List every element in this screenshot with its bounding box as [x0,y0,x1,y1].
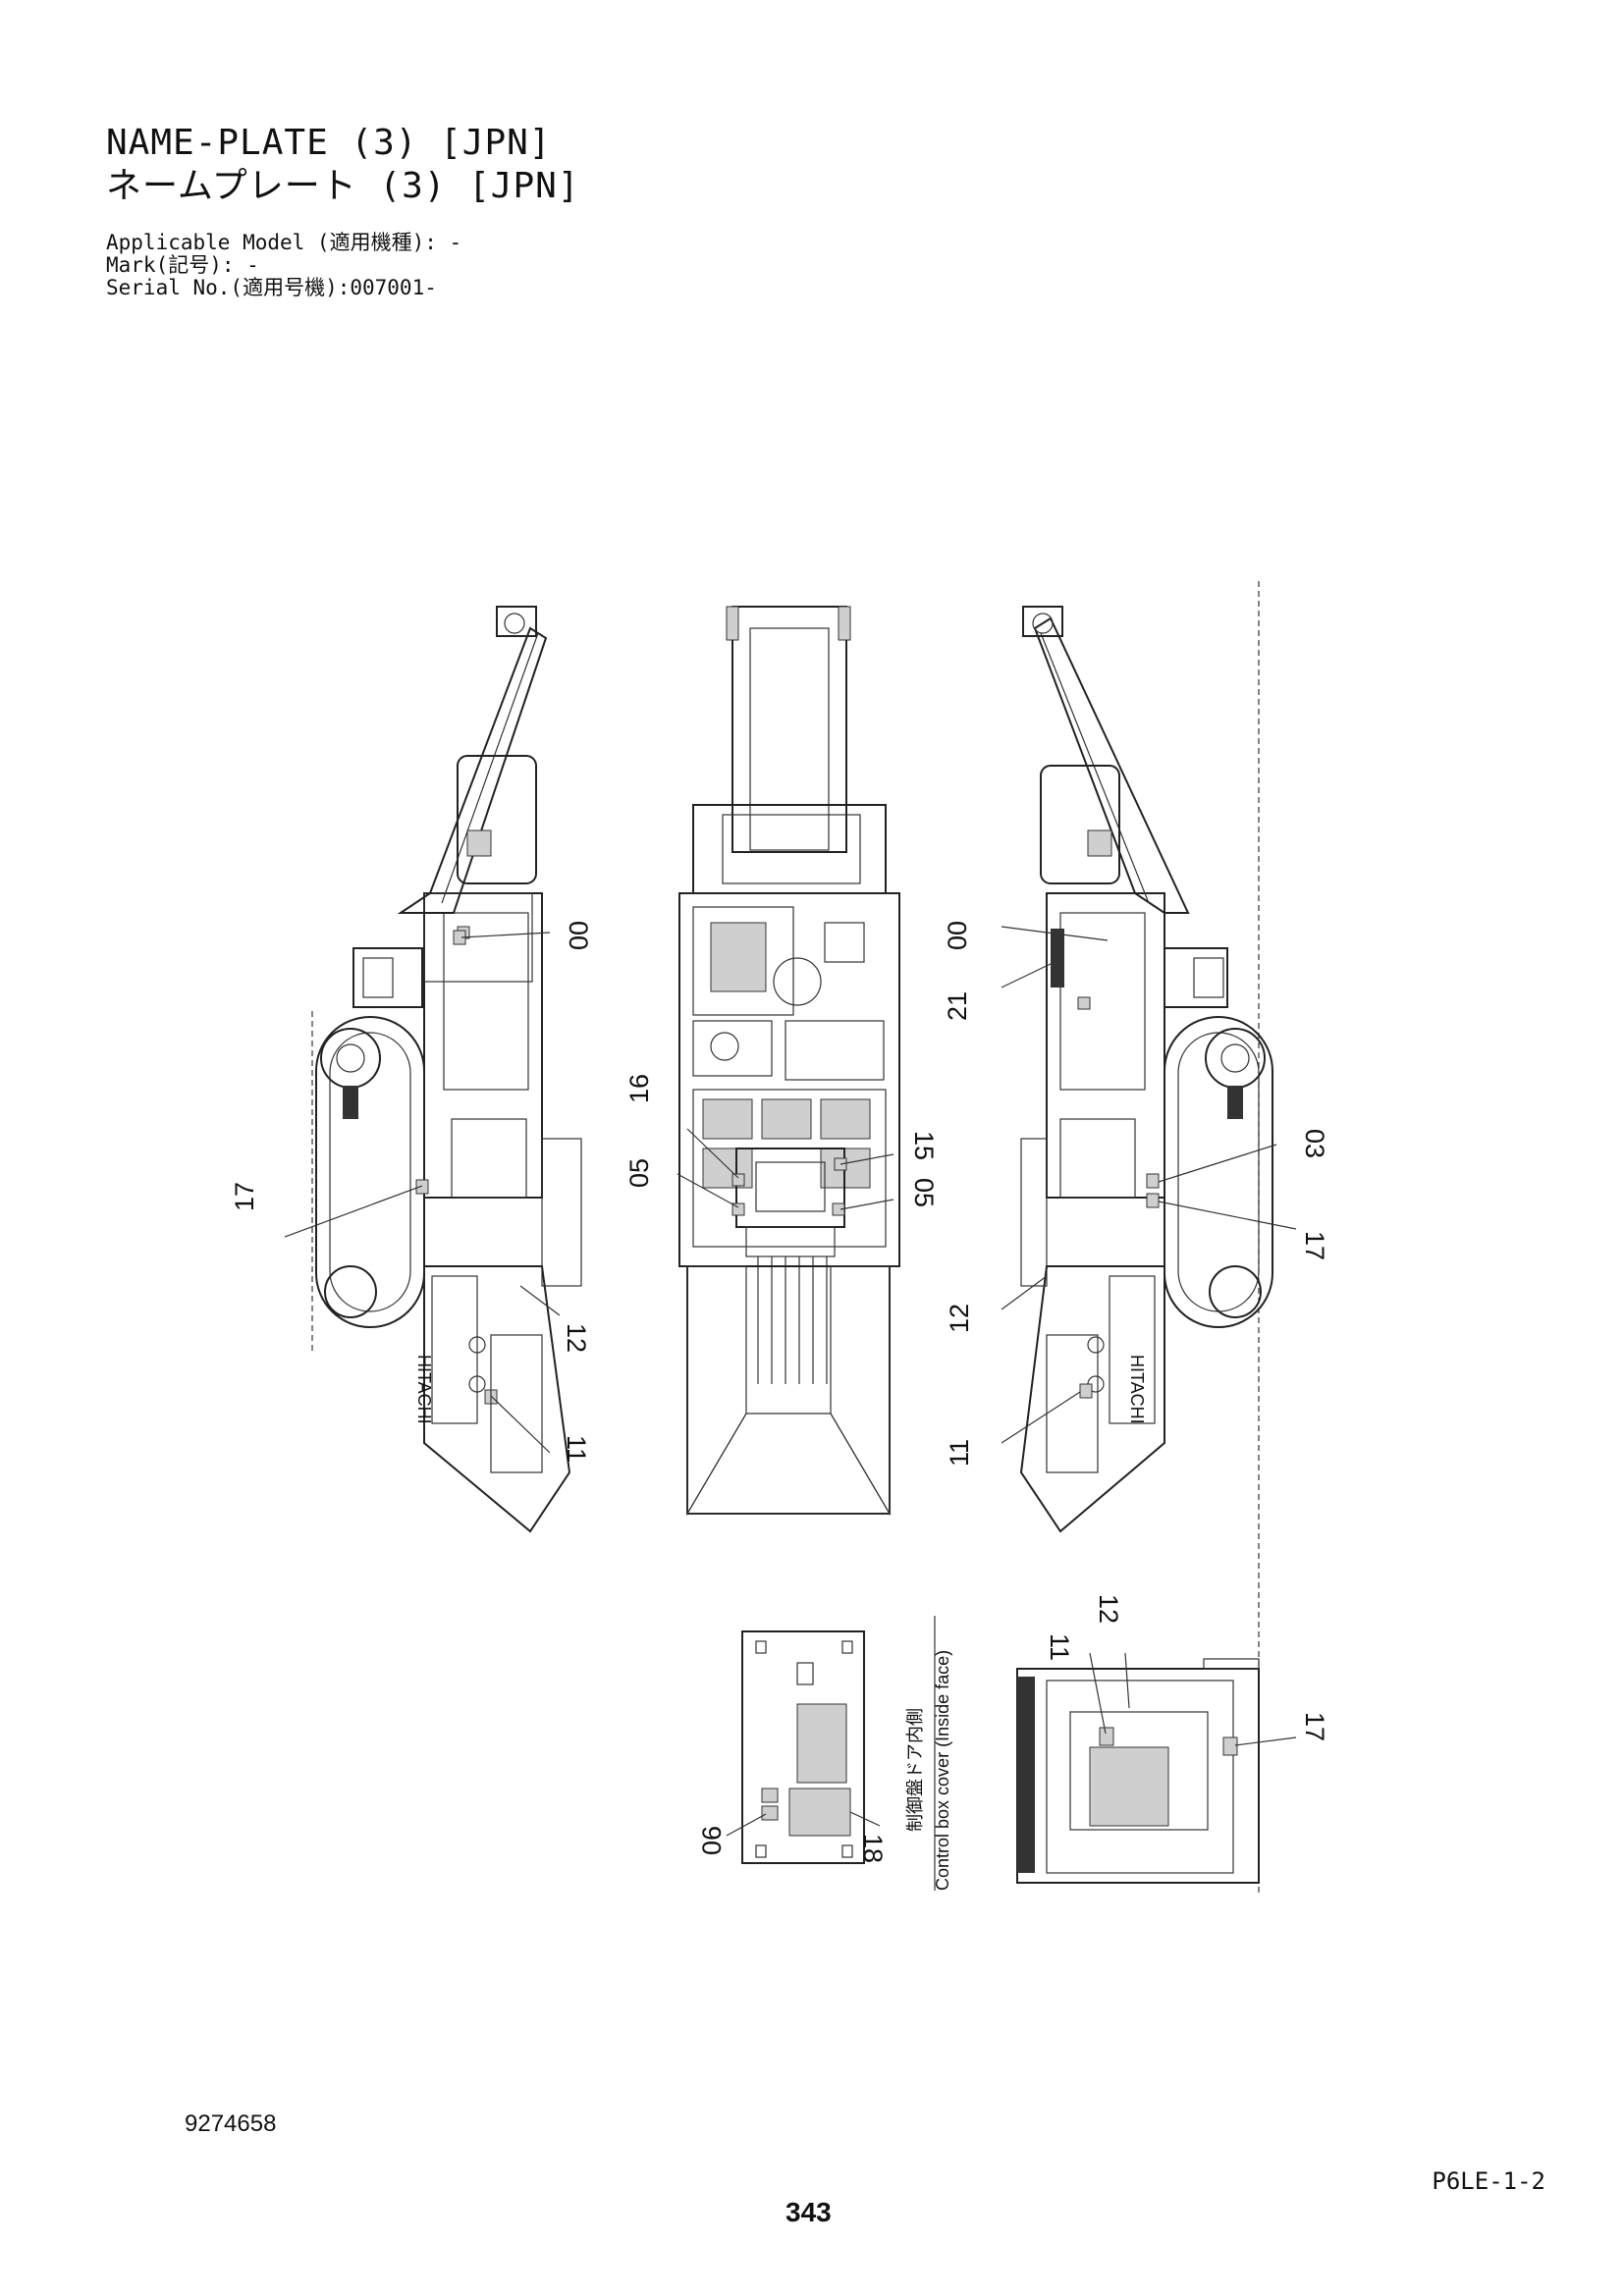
callout-top-15: 15 [909,1131,939,1160]
rear-view: 11 12 17 [1016,1594,1329,1884]
right-side-view: HITACHI 00 21 03 17 12 11 [943,581,1329,1895]
callout-top-16: 16 [624,1074,654,1103]
callout-rear-12: 12 [1094,1594,1123,1624]
callout-control-06: 06 [697,1826,727,1855]
brand-label-left: HITACHI [414,1355,434,1424]
callout-top-05-right: 05 [909,1178,939,1207]
applicable-model: Applicable Model (適用機種): - [106,231,462,254]
section-code: P6LE-1-2 [1432,2167,1545,2195]
control-box-label-en: Control box cover (Inside face) [933,1650,952,1891]
callout-right-17: 17 [1300,1231,1329,1260]
control-box-label-jp: 制御盤ドア内側 [905,1708,925,1832]
top-view: 16 05 15 05 [624,606,939,1517]
callout-left-11: 11 [562,1435,591,1463]
control-box-cover: 06 18 制御盤ドア内側 Control box cover (Inside … [697,1616,952,1891]
callout-control-18: 18 [858,1834,888,1863]
mark: Mark(記号): - [106,253,259,277]
document-number: 9274658 [185,2110,277,2137]
callout-left-00: 00 [564,921,593,950]
title-english: NAME-PLATE (3) [JPN] [106,123,552,163]
serial-number: Serial No.(適用号機):007001- [106,276,437,299]
callout-right-03: 03 [1300,1129,1329,1158]
callout-top-05-left: 05 [624,1158,654,1188]
left-side-view: HITACHI 00 17 12 11 [230,606,593,1533]
callout-right-21: 21 [943,991,972,1021]
callout-rear-17: 17 [1300,1712,1329,1741]
callout-right-12: 12 [945,1304,974,1333]
brand-label-right: HITACHI [1127,1355,1147,1424]
callout-left-17: 17 [230,1182,259,1211]
title-japanese: ネームプレート (3) [JPN] [106,166,580,206]
callout-right-00: 00 [943,921,972,950]
callout-rear-11: 11 [1045,1633,1074,1661]
page-number: 343 [785,2197,832,2227]
callout-right-11: 11 [945,1439,974,1467]
callout-left-12: 12 [562,1323,591,1353]
